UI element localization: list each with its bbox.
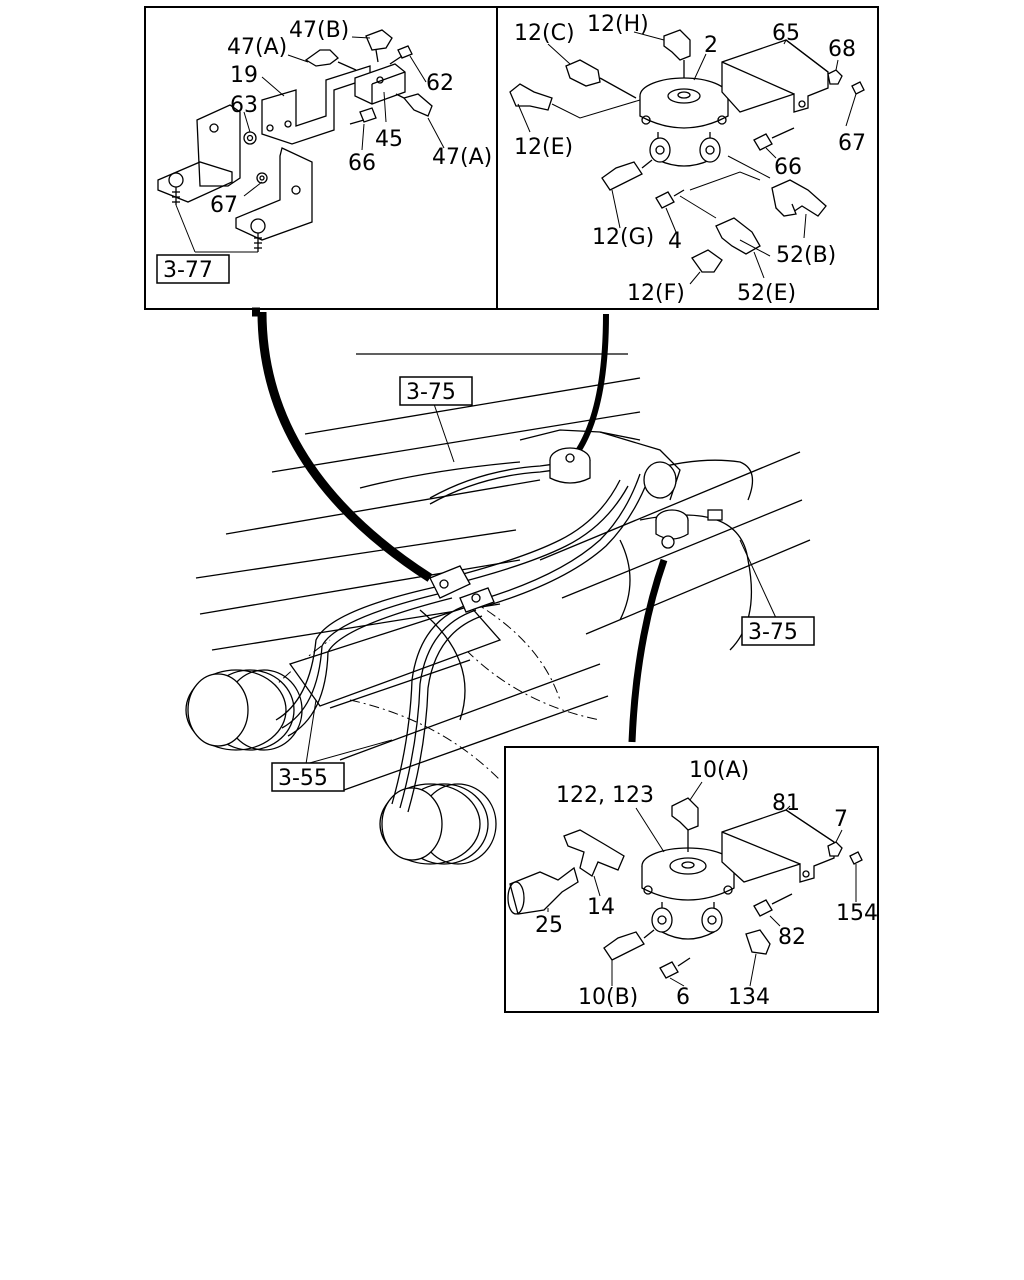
label-66: 66: [774, 155, 802, 180]
relay-valve-assembly-drawing: [509, 29, 865, 285]
label-10b: 10(B): [578, 985, 638, 1010]
label-12f: 12(F): [627, 281, 685, 306]
label-4: 4: [668, 229, 682, 254]
air-spring-right: [379, 783, 497, 865]
label-12c: 12(C): [514, 21, 575, 46]
label-52e: 52(E): [737, 281, 796, 306]
air-spring-left: [185, 669, 303, 751]
label-7: 7: [834, 807, 848, 832]
relay-valve-upper: [519, 429, 681, 501]
valve-detail-drawing: [507, 781, 863, 987]
ref-box-3-77: [156, 254, 230, 284]
label-67: 67: [210, 193, 238, 218]
label-12h: 12(H): [587, 12, 649, 37]
label-82: 82: [778, 925, 806, 950]
label-2: 2: [704, 33, 718, 58]
label-25: 25: [535, 913, 563, 938]
label-45: 45: [375, 127, 403, 152]
label-68: 68: [828, 37, 856, 62]
ref-box-3-55: [271, 762, 345, 792]
label-66: 66: [348, 151, 376, 176]
ref-3-55: 3-55: [278, 766, 328, 791]
label-81: 81: [772, 791, 800, 816]
label-65: 65: [772, 21, 800, 46]
ref-box-3-75-top: [399, 376, 473, 406]
ref-3-77: 3-77: [163, 258, 213, 283]
label-47a-right: 47(A): [432, 145, 492, 170]
chassis-main-view: [185, 307, 811, 865]
label-154: 154: [836, 901, 878, 926]
label-67: 67: [838, 131, 866, 156]
label-47b: 47(B): [289, 18, 349, 43]
label-6: 6: [676, 985, 690, 1010]
label-10a: 10(A): [689, 758, 749, 783]
label-52b: 52(B): [776, 243, 836, 268]
label-19: 19: [230, 63, 258, 88]
relay-valve-lower: [655, 509, 689, 549]
label-134: 134: [728, 985, 770, 1010]
label-62: 62: [426, 71, 454, 96]
ref-3-75-right: 3-75: [748, 620, 798, 645]
label-12g: 12(G): [592, 225, 654, 250]
ref-box-3-75-right: [741, 616, 815, 646]
bracket-assembly-drawing: [157, 29, 445, 253]
bracket-assembly-main: [429, 565, 495, 613]
label-63: 63: [230, 93, 258, 118]
label-47a-upper: 47(A): [227, 35, 287, 60]
label-14: 14: [587, 895, 615, 920]
ref-3-75-top: 3-75: [406, 380, 456, 405]
label-122-123: 122, 123: [556, 783, 654, 808]
label-12e: 12(E): [514, 135, 573, 160]
top-detail-frame: [144, 6, 879, 310]
